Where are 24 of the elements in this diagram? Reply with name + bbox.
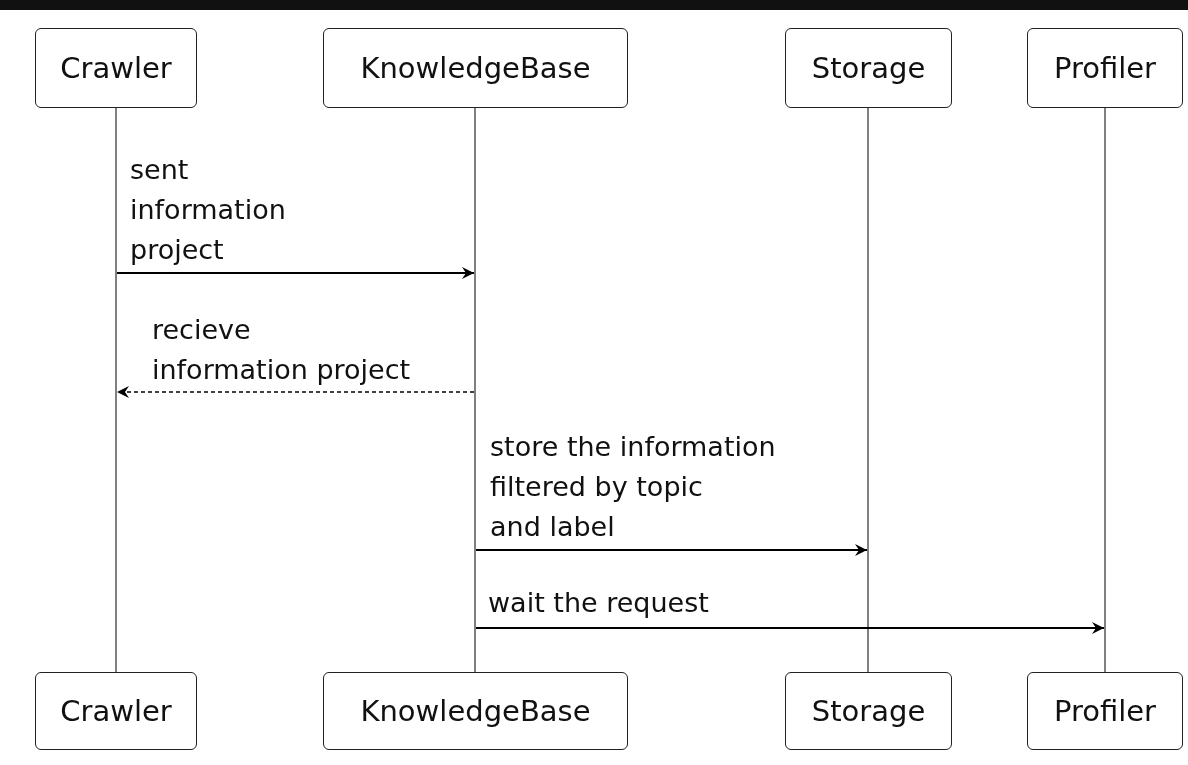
- participant-box: [1027, 28, 1183, 108]
- participant-name: Profiler: [1053, 694, 1157, 728]
- participant-box: [323, 28, 628, 108]
- participant-box: [1027, 672, 1183, 750]
- participant-box: [35, 672, 197, 750]
- participant-name: KnowledgeBase: [360, 51, 591, 85]
- participant-box: [35, 28, 197, 108]
- participant-name: Profiler: [1053, 51, 1157, 85]
- lifeline: [1104, 108, 1106, 672]
- lifeline: [115, 108, 117, 672]
- participant-name: Crawler: [60, 694, 172, 728]
- message-arrow: [475, 622, 1105, 634]
- participant-name: Storage: [811, 51, 926, 85]
- participant-name: Storage: [811, 694, 926, 728]
- participant-box: [785, 672, 952, 750]
- participant-name: KnowledgeBase: [360, 694, 591, 728]
- lifeline: [867, 108, 869, 672]
- message-arrow: [116, 386, 475, 398]
- message-arrow: [475, 544, 868, 556]
- lifeline: [474, 108, 476, 672]
- participant-box: [323, 672, 628, 750]
- message-arrow: [116, 267, 475, 279]
- participant-name: Crawler: [60, 51, 172, 85]
- participant-box: [785, 28, 952, 108]
